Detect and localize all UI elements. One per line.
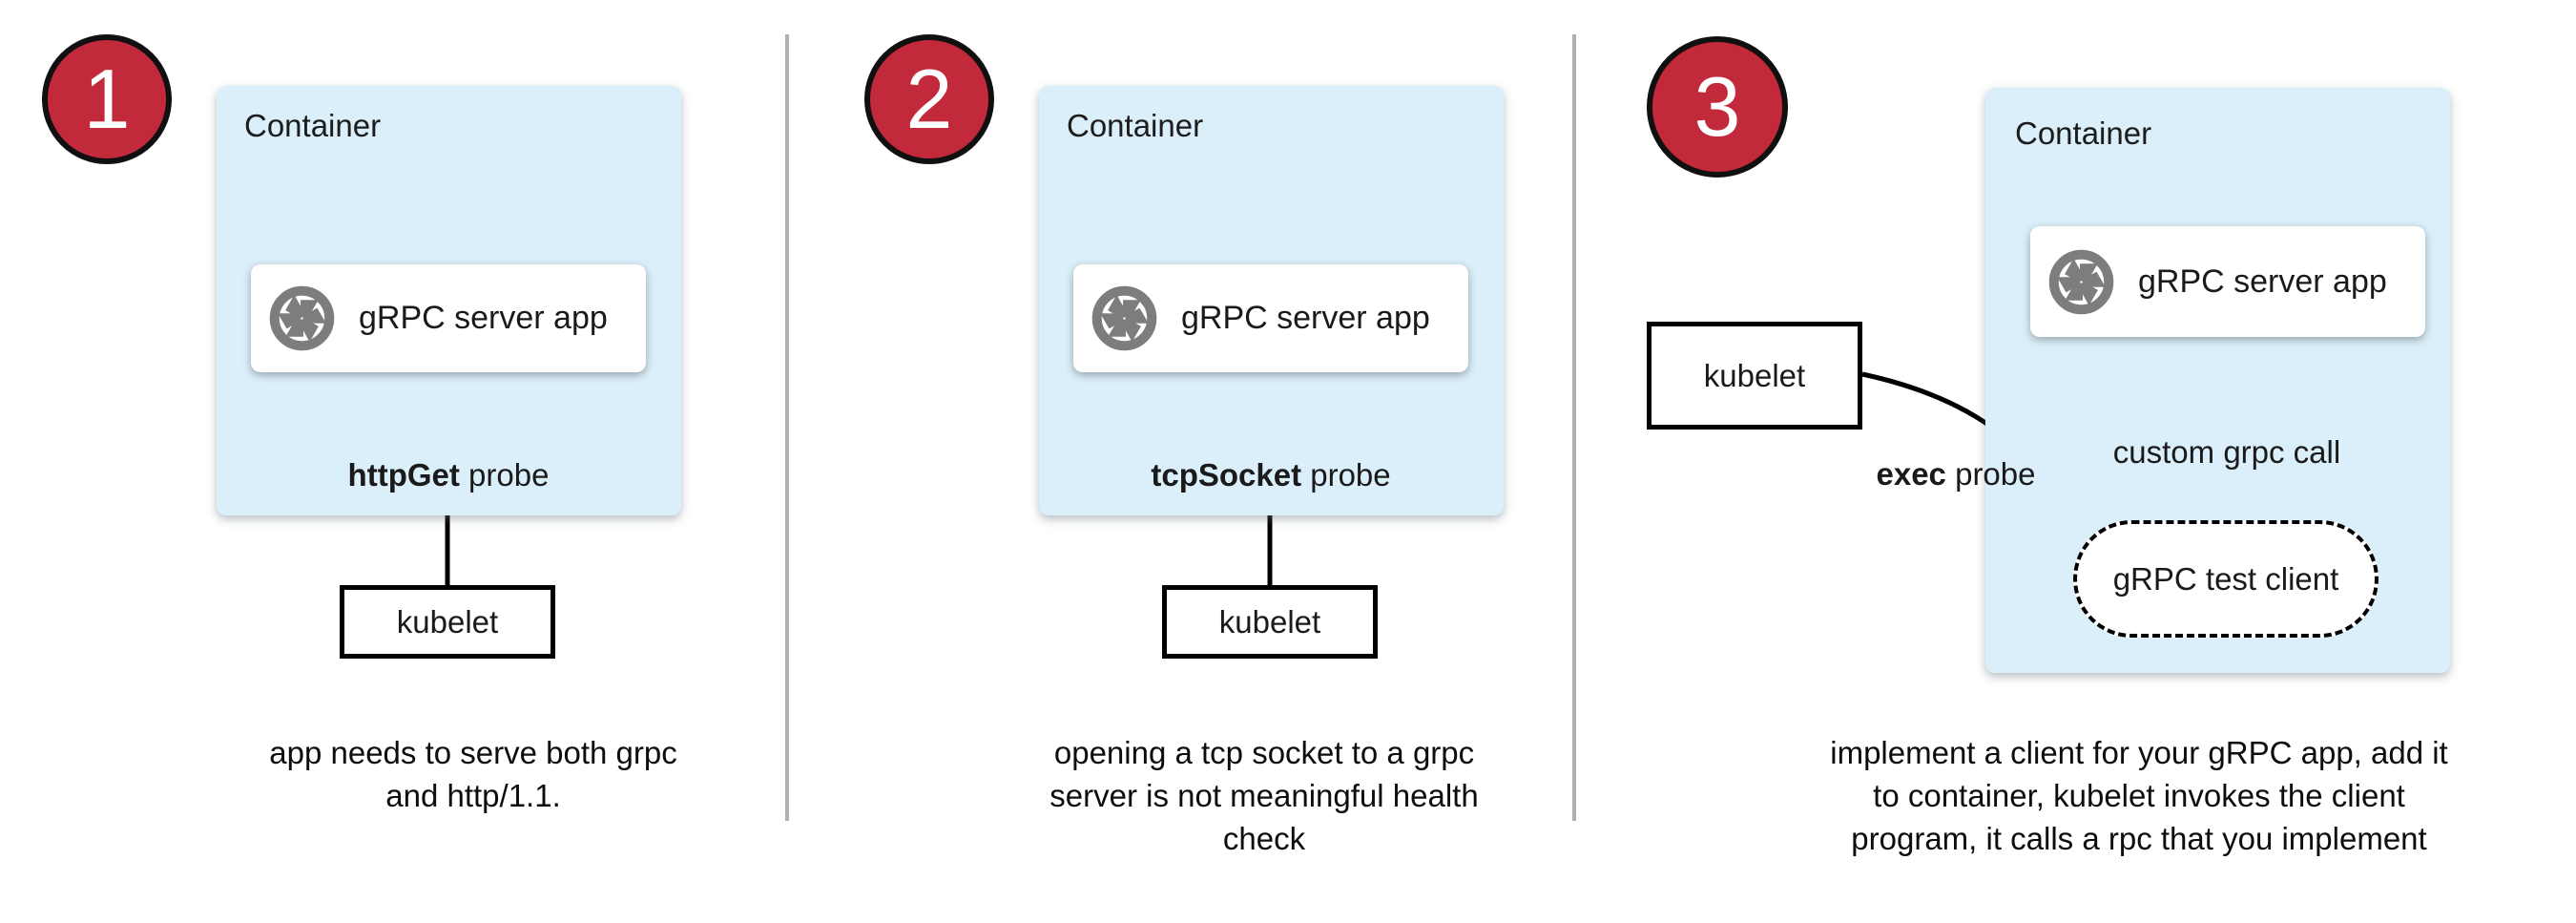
grpc-server-app-box-1: gRPC server app xyxy=(251,264,646,372)
grpc-server-app-box-3: gRPC server app xyxy=(2030,226,2425,337)
grpc-server-app-box-2: gRPC server app xyxy=(1073,264,1468,372)
grpc-server-app-label-1: gRPC server app xyxy=(359,300,608,336)
kubelet-box-3: kubelet xyxy=(1647,322,1862,430)
caption-panel2: opening a tcp socket to a grpc server is… xyxy=(873,731,1655,860)
step-number-1: 1 xyxy=(83,52,131,146)
probe-rest-2: probe xyxy=(1301,457,1391,493)
caption-panel1: app needs to serve both grpc and http/1.… xyxy=(82,731,864,817)
probe-kind-bold-2: tcpSocket xyxy=(1151,457,1302,493)
panel-divider-2 xyxy=(1572,34,1576,821)
panel-divider-1 xyxy=(785,34,789,821)
custom-grpc-call-label: custom grpc call xyxy=(2105,433,2349,472)
caption-line: implement a client for your gRPC app, ad… xyxy=(1830,735,2448,770)
caption-line: check xyxy=(1222,821,1306,856)
camera-aperture-icon xyxy=(269,285,335,351)
exec-probe-label: exec probe xyxy=(1877,455,2036,493)
caption-line: opening a tcp socket to a grpc xyxy=(1053,735,1475,770)
caption-panel3: implement a client for your gRPC app, ad… xyxy=(1748,731,2530,860)
probe-rest-1: probe xyxy=(459,457,550,493)
grpc-server-app-label-2: gRPC server app xyxy=(1181,300,1430,336)
step-number-2: 2 xyxy=(905,52,953,146)
caption-line: server is not meaningful health xyxy=(1049,778,1479,813)
camera-aperture-icon xyxy=(2048,249,2114,314)
caption-line: to container, kubelet invokes the client xyxy=(1873,778,2405,813)
camera-aperture-icon xyxy=(1091,285,1157,351)
step-number-3: 3 xyxy=(1693,59,1741,154)
kubelet-label-1: kubelet xyxy=(396,603,499,640)
container-label-1: Container xyxy=(244,108,382,143)
caption-line: program, it calls a rpc that you impleme… xyxy=(1851,821,2427,856)
probe-rest-3: probe xyxy=(1945,456,2036,492)
tcpsocket-probe-label: tcpSocket probe xyxy=(1143,456,1399,494)
container-label-2: Container xyxy=(1067,108,1204,143)
httpget-probe-label: httpGet probe xyxy=(340,456,557,494)
grpc-server-app-label-3: gRPC server app xyxy=(2138,262,2387,300)
probe-kind-bold-1: httpGet xyxy=(347,457,460,493)
kubelet-label-3: kubelet xyxy=(1703,357,1806,393)
step-circle-1: 1 xyxy=(42,34,172,164)
caption-line: app needs to serve both grpc xyxy=(269,735,677,770)
kubelet-box-2: kubelet xyxy=(1162,585,1378,659)
probe-kind-bold-3: exec xyxy=(1876,456,1946,492)
grpc-test-client-label: gRPC test client xyxy=(2112,560,2339,597)
step-circle-2: 2 xyxy=(864,34,994,164)
kubelet-box-1: kubelet xyxy=(340,585,555,659)
caption-line: and http/1.1. xyxy=(385,778,561,813)
grpc-test-client-pill: gRPC test client xyxy=(2073,520,2379,638)
kubelet-label-2: kubelet xyxy=(1218,603,1321,640)
step-circle-3: 3 xyxy=(1647,36,1788,178)
container-label-3: Container xyxy=(2015,115,2152,151)
